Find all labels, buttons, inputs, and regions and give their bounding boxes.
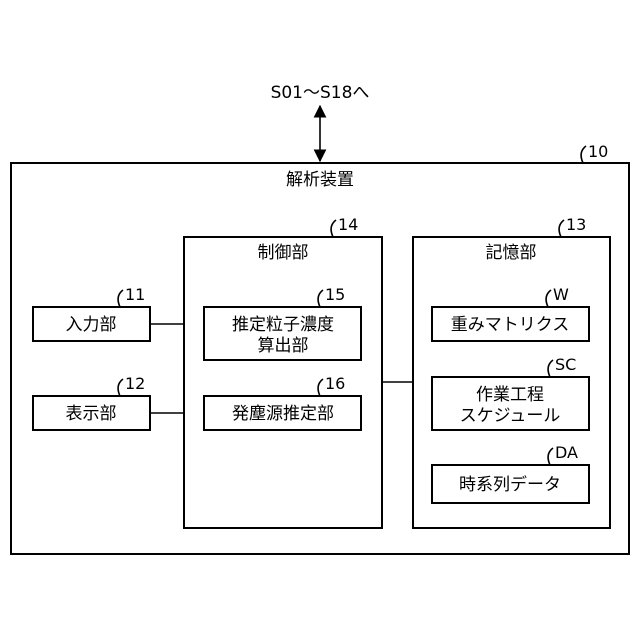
device-ref: 10	[588, 142, 608, 161]
source-ref: 16	[325, 374, 345, 393]
input-ref-leader	[118, 290, 123, 307]
weight-ref-leader	[546, 290, 551, 307]
schedule-ref-leader	[548, 360, 553, 377]
source-ref-leader	[318, 379, 323, 396]
weight-ref: W	[553, 285, 569, 304]
calc-ref-leader	[318, 290, 323, 307]
external-label: S01～S18へ	[271, 83, 370, 103]
control-title: 制御部	[258, 243, 309, 263]
display-ref: 12	[125, 374, 145, 393]
control-ref-leader	[331, 220, 336, 237]
schedule-label-line1: 作業工程	[476, 385, 544, 405]
storage-title: 記憶部	[486, 243, 537, 263]
input-ref: 11	[125, 285, 145, 304]
timeseries-ref: DA	[555, 443, 578, 462]
weight-label: 重みマトリクス	[451, 315, 570, 335]
schedule-label-line2: スケジュール	[460, 406, 561, 426]
source-label: 発塵源推定部	[232, 404, 334, 424]
calc-label-line2: 算出部	[258, 336, 309, 356]
display-label: 表示部	[66, 404, 117, 424]
timeseries-ref-leader	[548, 448, 553, 465]
storage-ref-leader	[559, 220, 564, 237]
display-ref-leader	[118, 379, 123, 396]
schedule-ref: SC	[555, 355, 576, 374]
calc-label-line1: 推定粒子濃度	[232, 315, 334, 335]
storage-ref: 13	[566, 215, 586, 234]
device-ref-leader	[581, 146, 586, 163]
timeseries-label: 時系列データ	[459, 474, 561, 495]
input-label: 入力部	[66, 315, 117, 335]
control-ref: 14	[338, 215, 358, 234]
device-title: 解析装置	[286, 170, 354, 190]
calc-ref: 15	[325, 285, 345, 304]
device-box	[11, 163, 629, 554]
control-box	[184, 237, 382, 528]
